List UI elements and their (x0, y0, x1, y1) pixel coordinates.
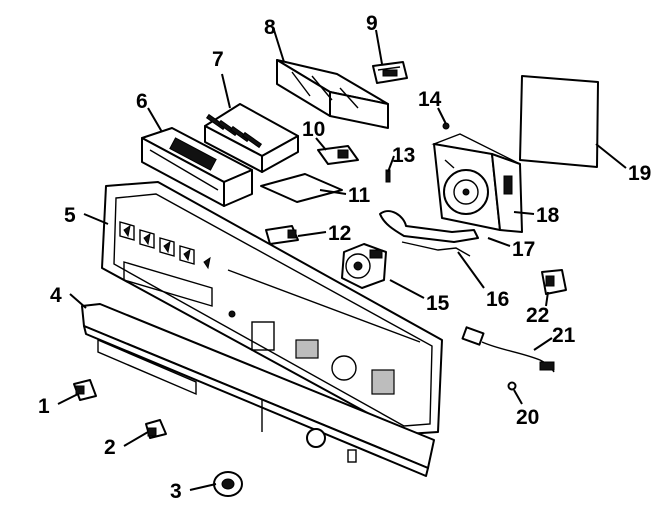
callout-9: 9 (366, 12, 378, 35)
part-11-plate (260, 173, 343, 203)
callout-7: 7 (212, 48, 224, 71)
callout-10: 10 (302, 118, 325, 141)
part-7-switch-assembly (204, 103, 299, 173)
callout-20: 20 (516, 406, 539, 429)
part-18-timer (431, 133, 523, 233)
callout-4: 4 (50, 284, 62, 307)
part-16-rod (401, 241, 471, 257)
part-5-control-panel (101, 181, 443, 435)
part-4-front-fascia (81, 303, 435, 477)
part-6-housing (141, 127, 253, 207)
callout-17: 17 (512, 238, 535, 261)
part-22-connector (541, 269, 567, 295)
callout-22: 22 (526, 304, 549, 327)
part-20-screw (507, 381, 517, 391)
callout-6: 6 (136, 90, 148, 113)
part-9-block (372, 61, 408, 84)
callout-15: 15 (426, 292, 450, 315)
leader-lines (57, 29, 627, 491)
callout-18: 18 (536, 204, 560, 227)
callout-2: 2 (104, 436, 116, 459)
callout-14: 14 (418, 88, 442, 111)
callout-16: 16 (486, 288, 509, 311)
part-21-wire-harness (461, 326, 555, 373)
part-10-bracket (317, 145, 359, 165)
part-2-knob (145, 419, 167, 439)
callout-11: 11 (348, 184, 371, 207)
part-17-lever (379, 210, 479, 243)
part-19-panel-sheet (519, 75, 599, 168)
callout-13: 13 (392, 144, 415, 167)
callout-labels: 1 2 3 4 5 6 7 8 9 10 11 12 13 14 15 16 1… (38, 12, 651, 503)
part-1-knob (73, 379, 97, 401)
part-15-motor (341, 243, 387, 289)
callout-5: 5 (64, 204, 76, 227)
callout-12: 12 (328, 222, 351, 245)
part-12-switch (265, 225, 299, 245)
callout-21: 21 (552, 324, 576, 347)
callout-1: 1 (38, 395, 50, 418)
callout-8: 8 (264, 16, 276, 39)
callout-19: 19 (628, 162, 651, 185)
part-3-round-knob (213, 471, 243, 497)
callout-3: 3 (170, 480, 182, 503)
part-8-channel-bracket (276, 59, 389, 129)
